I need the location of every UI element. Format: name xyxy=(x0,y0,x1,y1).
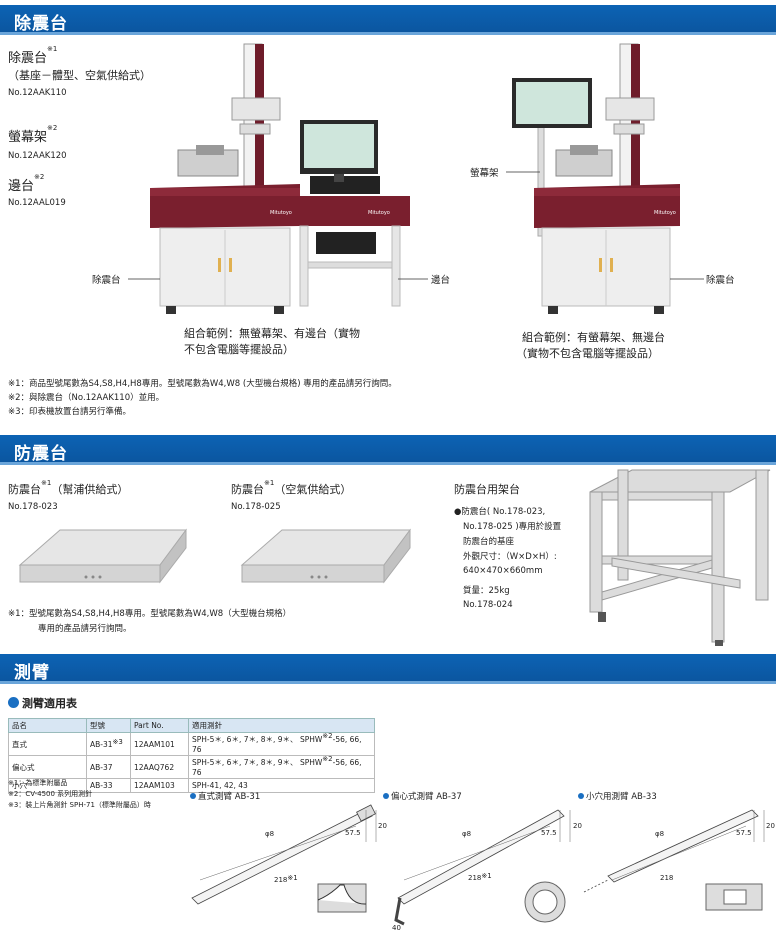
dim-20-2: 20 xyxy=(573,822,582,830)
item-vibration-table-no: No.12AAK110 xyxy=(8,88,67,98)
cell: SPH-41, 42, 43 xyxy=(188,778,375,793)
item-anti-vib-air-no: No.178-025 xyxy=(231,502,281,512)
item-side-table: 邊台※2 xyxy=(8,173,45,194)
arm-title-offset: 偏心式測臂 AB-37 xyxy=(383,790,462,802)
arm-title-small-hole: 小穴用測臂 AB-33 xyxy=(578,790,657,802)
note-3: ※3：印表機放置台請另行準備。 xyxy=(8,407,132,417)
item-monitor-stand: 螢幕架※2 xyxy=(8,124,58,145)
item-stand-desc-3: 防震台的基座 xyxy=(463,537,515,547)
col-header: Part No. xyxy=(130,718,189,733)
svg-text:Mitutoyo: Mitutoyo xyxy=(368,210,390,216)
arm-title-straight: 直式測臂 AB-31 xyxy=(190,790,260,802)
note-anti-vib-2: 專用的產品請另行詢問。 xyxy=(38,624,132,634)
arm-table-title: 測臂適用表 xyxy=(8,695,77,711)
item-vibration-table-sub: （基座－體型、空氣供給式） xyxy=(8,69,151,82)
item-anti-vib-pump-no: No.178-023 xyxy=(8,502,58,512)
dim-20-1: 20 xyxy=(378,822,387,830)
item-stand-title: 防震台用架台 xyxy=(454,483,520,496)
dim-575-1: 57.5 xyxy=(345,829,361,837)
label-monitor-stand: 螢幕架 xyxy=(470,168,499,179)
dim-575-3: 57.5 xyxy=(736,829,752,837)
caption-example-2-line1: 組合範例：有螢幕架、無邊台 xyxy=(522,331,665,344)
caption-example-2-line2: （實物不包含電腦等擺設品） xyxy=(516,347,659,360)
cell: 12AAQ762 xyxy=(130,755,189,779)
table-row: 小穴 AB-33 12AAM103 SPH-41, 42, 43 xyxy=(8,778,375,793)
table-header-row: 品名 型號 Part No. 適用測針 xyxy=(8,718,375,733)
label-side-table: 邊台 xyxy=(431,275,451,286)
item-stand-weight: 質量：25kg xyxy=(463,586,510,596)
note-1: ※1：商品型號尾數為S4,S8,H4,H8專用。型號尾數為W4,W8 (大型機台… xyxy=(8,379,397,389)
arm-note-3: ※3：裝上片角測針 SPH-71（標準附屬品）時 xyxy=(8,801,151,809)
caption-example-1-line1: 組合範例：無螢幕架、有邊台（實物 xyxy=(184,327,360,340)
bullet-icon xyxy=(190,793,196,799)
item-stand-desc-1: ●防震台( No.178-023, xyxy=(454,507,546,517)
section-title: 測臂 xyxy=(14,663,50,683)
item-vibration-table: 除震台※1 xyxy=(8,45,58,66)
bullet-icon xyxy=(383,793,389,799)
cell: AB-37 xyxy=(86,755,131,779)
arm-note-2: ※2：CV-4500 系列用測針 xyxy=(8,790,93,798)
note-anti-vib-1: ※1：型號尾數為S4,S8,H4,H8專用。型號尾數為W4,W8（大型機台規格） xyxy=(8,609,292,619)
item-monitor-stand-no: No.12AAK120 xyxy=(8,151,67,161)
table-row: 直式 AB-31※3 12AAM101 SPH-5＊, 6＊, 7＊, 8＊, … xyxy=(8,732,375,756)
dim-20-3: 20 xyxy=(766,822,775,830)
label-vibration-table-right: 除震台 xyxy=(706,275,735,286)
dim-phi8-3: φ8 xyxy=(655,830,665,838)
label-vibration-table: 除震台 xyxy=(92,275,121,286)
section-title: 防震台 xyxy=(14,444,68,464)
dim-40: 40 xyxy=(392,924,401,932)
section-header-anti-vibration: 防震台 xyxy=(0,435,776,465)
dim-phi8-1: φ8 xyxy=(265,830,275,838)
section-header-arm: 測臂 xyxy=(0,654,776,684)
bullet-icon xyxy=(578,793,584,799)
svg-text:Mitutoyo: Mitutoyo xyxy=(270,210,292,216)
bullet-icon xyxy=(8,697,19,708)
dim-575-2: 57.5 xyxy=(541,829,557,837)
cell: SPH-5＊, 6＊, 7＊, 8＊, 9＊、 SPHW※2-56, 66, 7… xyxy=(188,732,375,756)
col-header: 型號 xyxy=(86,718,131,733)
item-stand-desc-4: 外觀尺寸：（W×D×H）: xyxy=(463,552,557,562)
item-stand-dimensions: 640×470×660mm xyxy=(463,566,543,576)
table-row: 偏心式 AB-37 12AAQ762 SPH-5＊, 6＊, 7＊, 8＊, 9… xyxy=(8,755,375,779)
section-title: 除震台 xyxy=(14,14,68,34)
item-stand-no: No.178-024 xyxy=(463,600,513,610)
dim-phi8-2: φ8 xyxy=(462,830,472,838)
cell: 12AAM101 xyxy=(130,732,189,756)
item-stand-desc-2: No.178-025 )專用於設置 xyxy=(463,522,562,532)
item-anti-vib-pump: 防震台※1（幫浦供給式） xyxy=(8,479,129,496)
item-side-table-no: No.12AAL019 xyxy=(8,198,66,208)
arm-note-1: ※1：為標準附屬品 xyxy=(8,779,68,787)
section-header-vibration-table: 除震台 xyxy=(0,5,776,35)
svg-text:Mitutoyo: Mitutoyo xyxy=(654,210,676,216)
arm-compatibility-table: 品名 型號 Part No. 適用測針 直式 AB-31※3 12AAM101 … xyxy=(8,718,375,793)
caption-example-1-line2: 不包含電腦等擺設品） xyxy=(184,343,294,356)
dim-218-3: 218 xyxy=(660,874,674,882)
dim-218-2: 218※1 xyxy=(468,872,492,882)
item-anti-vib-air: 防震台※1（空氣供給式） xyxy=(231,479,352,496)
dim-218-1: 218※1 xyxy=(274,874,298,884)
note-2: ※2：與除震台（No.12AAK110）並用。 xyxy=(8,393,165,403)
